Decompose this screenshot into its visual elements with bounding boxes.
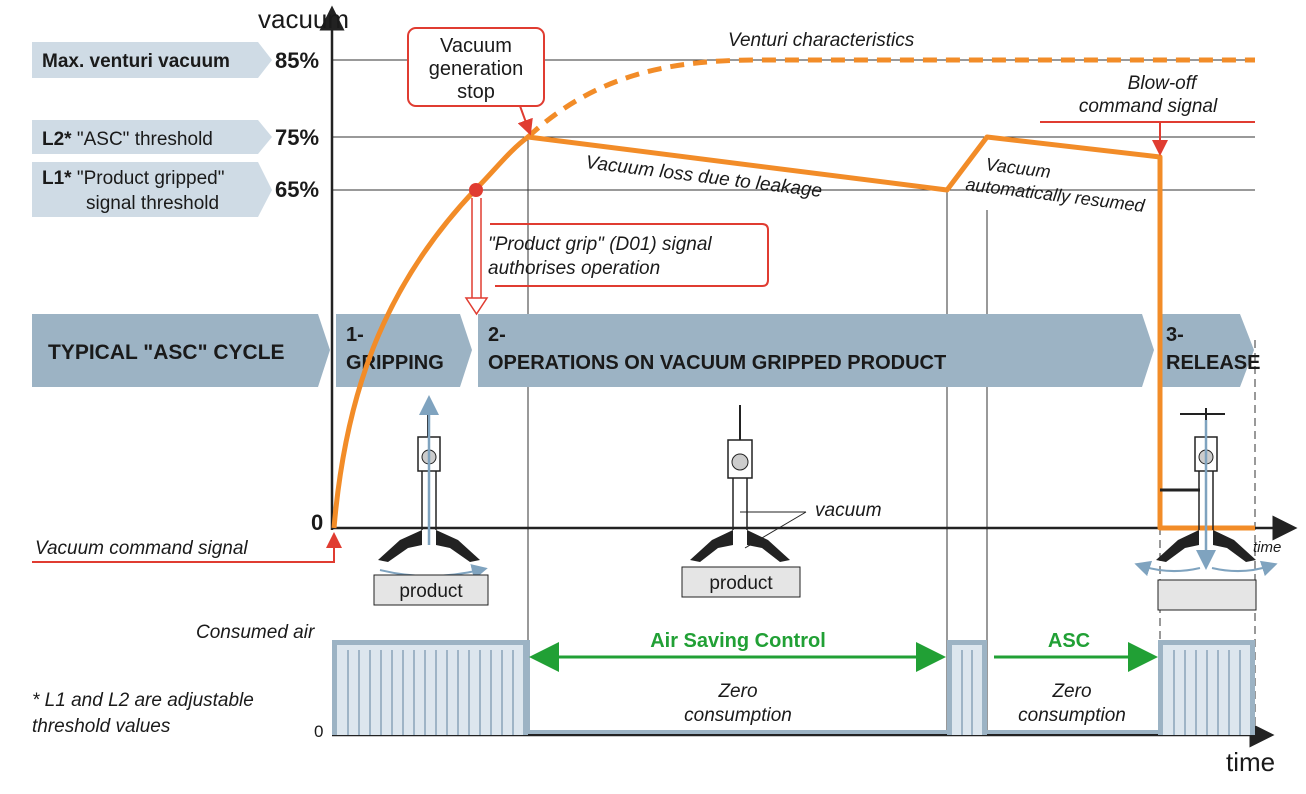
resumed-line-2: automatically resumed: [965, 174, 1147, 216]
stop-line-1: Vacuum: [440, 35, 512, 57]
asc-full-label: Air Saving Control: [650, 630, 826, 652]
stop-line-3: stop: [457, 81, 495, 103]
phase-cycle-label: TYPICAL "ASC" CYCLE: [48, 341, 285, 364]
suction-cup-operations: vacuum product: [681, 405, 882, 598]
phase-1-label: GRIPPING: [346, 352, 444, 374]
phase-3-label: RELEASE: [1166, 352, 1260, 374]
zero-cons-2-l1: Zero: [1051, 681, 1091, 702]
blowoff-line-1: Blow-off: [1128, 73, 1198, 94]
consumed-air-label: Consumed air: [196, 622, 315, 643]
threshold-max-value: 85%: [275, 48, 319, 73]
grip-signal-arrow: [464, 297, 489, 316]
vacuum-command-line: [32, 532, 342, 563]
vacuum-curve: [331, 134, 1255, 531]
zero-cons-1-l2: consumption: [684, 705, 792, 726]
vacuum-word: vacuum: [815, 500, 882, 521]
threshold-max-label: Max. venturi vacuum: [42, 51, 230, 72]
threshold-l1: L1* "Product gripped" signal threshold 6…: [32, 162, 319, 217]
stop-line-2: generation: [429, 58, 524, 80]
suction-cup-gripping: product: [373, 395, 489, 606]
threshold-l2: L2* "ASC" threshold 75%: [32, 120, 319, 154]
svg-text:L1* "Product gripped": L1* "Product gripped": [42, 168, 225, 189]
air-block-release: [1158, 640, 1255, 735]
phase-2-num: 2-: [488, 324, 506, 346]
vacuum-stop-callout: Vacuum generation stop: [407, 27, 545, 136]
phase-banner: TYPICAL "ASC" CYCLE 1- GRIPPING 2- OPERA…: [32, 314, 1260, 387]
zero-consumption-line: [526, 640, 1158, 734]
grip-line-1: "Product grip" (D01) signal: [488, 234, 712, 255]
footnote-line-1: * L1 and L2 are adjustable: [32, 690, 254, 711]
product-label-1: product: [399, 581, 463, 602]
phase-2-label: OPERATIONS ON VACUUM GRIPPED PRODUCT: [488, 352, 946, 374]
zero-cons-2-l2: consumption: [1018, 705, 1126, 726]
svg-text:L2* "ASC" threshold: L2* "ASC" threshold: [42, 129, 213, 150]
y-axis-title: vacuum: [258, 4, 349, 34]
air-block-gripping: [332, 640, 528, 735]
threshold-l1-rest: "Product gripped": [72, 168, 225, 189]
threshold-l2-rest: "ASC" threshold: [72, 129, 213, 150]
vacuum-command-label: Vacuum command signal: [35, 538, 248, 559]
asc-short-label: ASC: [1048, 630, 1090, 652]
threshold-l2-bold: L2*: [42, 129, 72, 150]
grip-line-2: authorises operation: [488, 258, 660, 279]
threshold-l1-value: 65%: [275, 177, 319, 202]
phase-1-num: 1-: [346, 324, 364, 346]
zero-cons-1-l1: Zero: [717, 681, 757, 702]
air-block-resume: [947, 640, 987, 735]
x-axis-title: time: [1226, 747, 1275, 777]
threshold-max: Max. venturi vacuum 85%: [32, 42, 319, 78]
threshold-l1-bold: L1*: [42, 168, 72, 189]
grip-signal-point: [469, 183, 483, 197]
threshold-l2-value: 75%: [275, 125, 319, 150]
suction-cup-release: [1134, 408, 1278, 611]
footnote-line-2: threshold values: [32, 716, 171, 737]
product-label-2: product: [709, 573, 773, 594]
blowoff-line-2: command signal: [1079, 96, 1218, 117]
grip-callout: "Product grip" (D01) signal authorises o…: [488, 223, 769, 287]
venturi-label: Venturi characteristics: [728, 30, 915, 51]
venturi-dashed-curve: [526, 57, 1255, 139]
air-zero-label: 0: [314, 722, 323, 741]
x-axis-title-small: time: [1253, 539, 1281, 556]
zero-label: 0: [311, 510, 323, 535]
threshold-l1-line2: signal threshold: [86, 193, 219, 214]
phase-3-num: 3-: [1166, 324, 1184, 346]
